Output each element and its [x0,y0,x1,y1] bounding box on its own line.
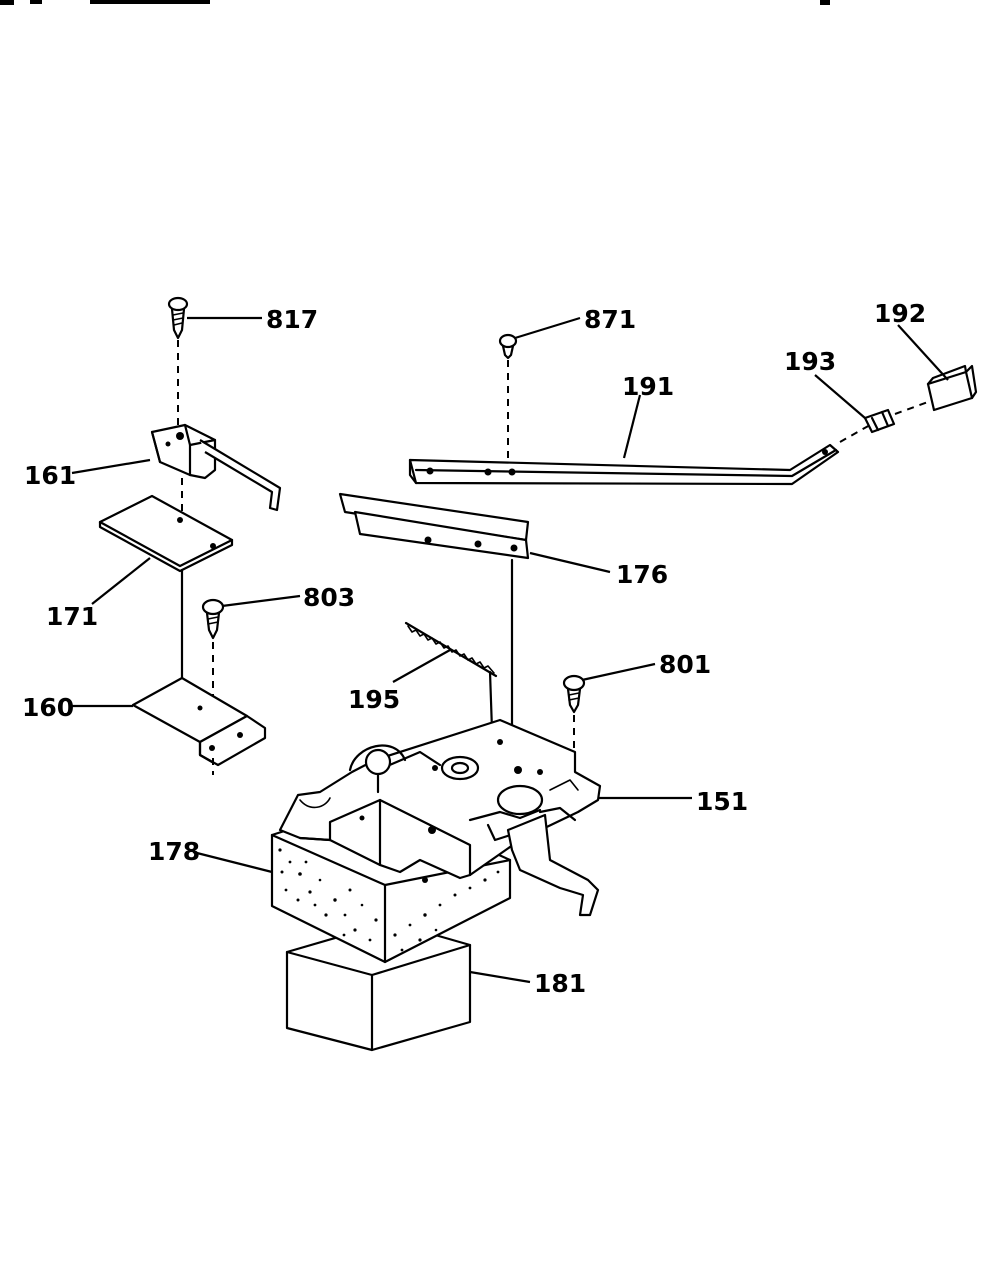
screw-801 [562,674,586,752]
arm-191 [408,424,871,486]
label-160: 160 [22,693,74,722]
label-151: 151 [696,787,748,816]
bracket-176 [338,492,530,774]
label-178: 178 [148,837,200,866]
switch-161 [150,423,282,520]
leader-lines [71,316,949,984]
label-191: 191 [622,372,674,401]
label-193: 193 [784,347,836,376]
label-871: 871 [584,305,636,334]
label-181: 181 [534,969,586,998]
spring-195 [404,621,498,732]
label-803: 803 [303,583,355,612]
label-171: 171 [46,602,98,631]
cap-192 [926,364,978,412]
label-192: 192 [874,299,926,328]
top-edge-marks [0,0,830,5]
mechanism-151 [278,718,602,917]
label-801: 801 [659,650,711,679]
screw-817 [167,296,189,430]
bracket-160 [131,676,267,775]
label-195: 195 [348,685,400,714]
part-labels: 817 871 192 193 191 161 176 171 803 801 … [22,299,926,998]
clip-193 [863,401,929,434]
label-817: 817 [266,305,318,334]
plate-171 [98,494,234,682]
label-161: 161 [24,461,76,490]
screw-803 [201,598,225,700]
screw-871 [498,333,518,460]
label-176: 176 [616,560,668,589]
